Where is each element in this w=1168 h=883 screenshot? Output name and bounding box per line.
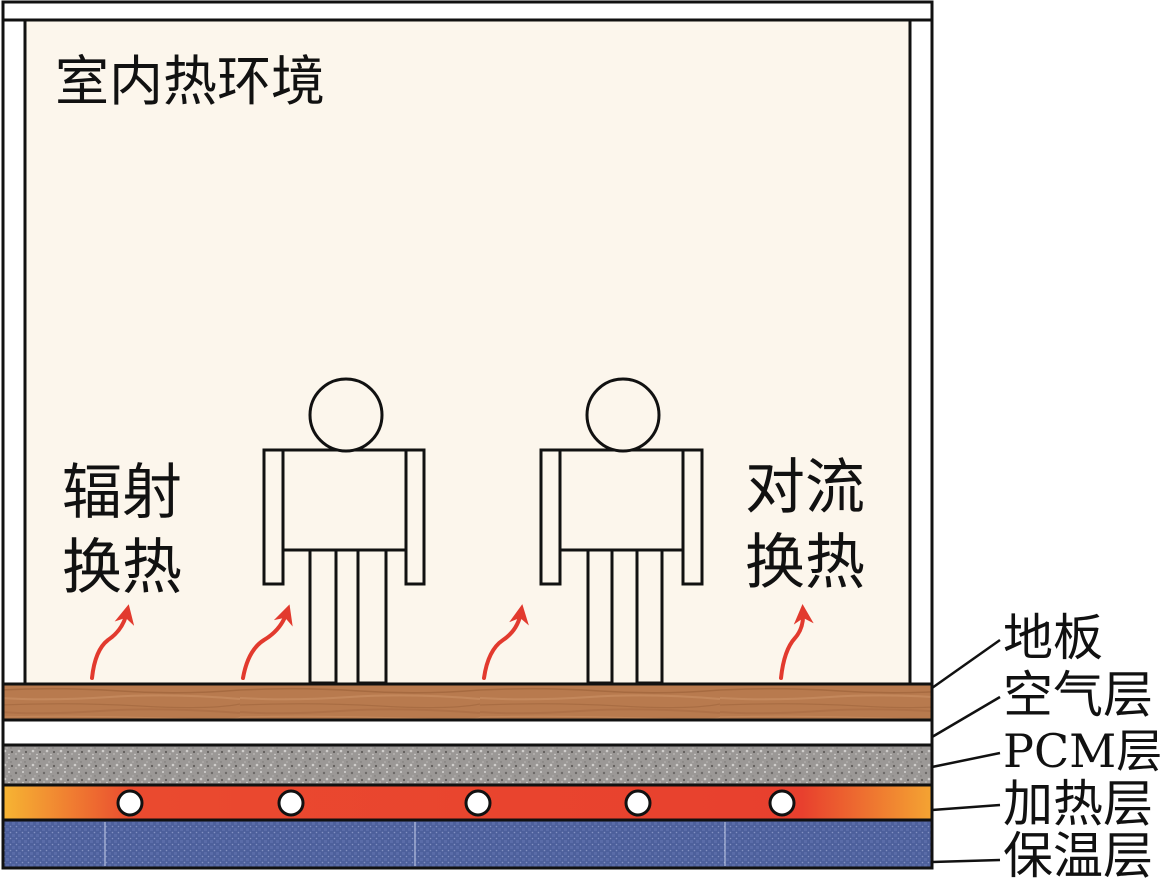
radiation-label-line2: 换热 [62, 533, 182, 603]
floor-layers [1, 682, 934, 870]
heating-pipe [624, 789, 652, 817]
person-right-body [558, 448, 685, 552]
heating-leader-line [931, 803, 1001, 812]
heat-arrow [90, 604, 135, 680]
heating-pipe [768, 789, 796, 817]
person-right-head [585, 377, 661, 453]
convection-label-line1: 对流 [745, 453, 865, 523]
radiation-label: 辐射 换热 [62, 458, 182, 603]
room-interior [23, 18, 912, 686]
insulation-leader-line [931, 858, 1001, 864]
ceiling [1, 0, 934, 22]
floor-layer [1, 682, 934, 722]
pcm-layer [1, 743, 934, 787]
person-right-arm [681, 448, 704, 586]
heating-pipes [116, 789, 796, 817]
person-left-body [281, 448, 408, 552]
person-left-head [308, 377, 384, 453]
person-left [262, 377, 426, 685]
convection-label-line2: 换热 [745, 528, 865, 598]
insulation-layer-label: 保温层 [1003, 827, 1153, 883]
person-right-leg [586, 548, 614, 685]
heating-pipe [116, 789, 144, 817]
room [1, 0, 934, 686]
leader-lines [931, 638, 1001, 864]
heat-arrows [90, 604, 814, 680]
person-left-arm [262, 448, 285, 586]
convection-label: 对流 换热 [745, 453, 865, 598]
left-wall [1, 18, 27, 686]
heat-arrow [779, 604, 814, 680]
air-leader-line [931, 695, 1001, 739]
room-label: 室内热环境 [55, 50, 325, 113]
person-left-leg [308, 548, 338, 685]
heat-arrow [482, 604, 529, 680]
air-layer-label: 空气层 [1003, 666, 1153, 724]
air-layer [1, 718, 934, 747]
floor-leader-line [931, 638, 1001, 690]
radiation-label-line1: 辐射 [62, 458, 182, 528]
person-right [539, 377, 704, 685]
insulation-layer [1, 818, 934, 870]
layer-labels: 地板 空气层 PCM层 加热层 保温层 [1003, 609, 1162, 883]
pcm-layer-label: PCM层 [1003, 724, 1162, 778]
person-left-arm [404, 448, 426, 586]
right-wall [908, 18, 934, 686]
heating-pipe [277, 789, 305, 817]
pcm-leader-line [931, 751, 1001, 769]
person-right-leg [635, 548, 664, 685]
floor-label: 地板 [1003, 609, 1103, 667]
heat-arrow [241, 604, 293, 680]
heating-pipe [464, 789, 492, 817]
heating-layer-label: 加热层 [1003, 775, 1153, 833]
person-right-arm [539, 448, 562, 586]
person-left-leg [356, 548, 388, 685]
